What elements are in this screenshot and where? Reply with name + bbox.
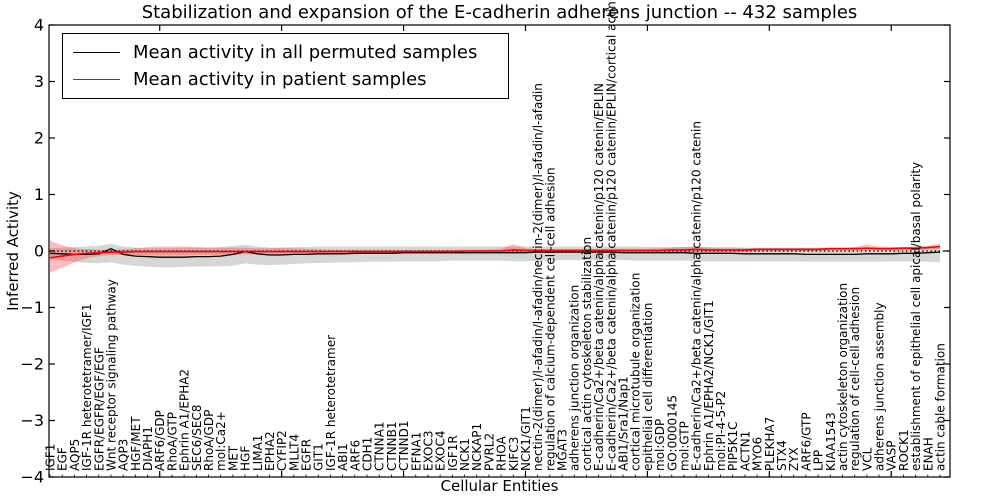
x-category-label: establishment of epithelial cell apical/… — [909, 162, 923, 471]
x-category-label: HGF/MET — [129, 416, 143, 471]
x-category-label: GIT1 — [312, 443, 326, 471]
x-category-label: ROCK1 — [897, 429, 911, 471]
x-category-label: ARF6 — [348, 440, 362, 471]
x-category-label: CTNNA1 — [373, 421, 387, 471]
x-category-label: E-cadherin/Ca2+/beta catenin/alpha caten… — [604, 1, 618, 471]
x-category-label: EGF — [56, 447, 70, 471]
x-category-label: epithelial cell differentiation — [641, 303, 655, 471]
x-category-label: MET — [226, 445, 240, 471]
x-category-label: PLEKHA7 — [763, 417, 777, 471]
legend: Mean activity in all permuted samples Me… — [62, 33, 509, 99]
x-category-label: EGFR — [300, 439, 314, 471]
x-category-label: E-cadherin/Ca2+/beta catenin/alpha caten… — [690, 121, 704, 471]
x-category-label: MYO6 — [751, 437, 765, 471]
x-category-label: Wnt receptor signaling pathway — [105, 279, 119, 471]
x-category-label: mol:PI-4-5-P2 — [714, 391, 728, 471]
x-category-label: EXOC4 — [434, 431, 448, 472]
x-category-label: Ephrin A1/EPHA2/NCK1/GIT1 — [702, 300, 716, 471]
x-category-label: NCKAP1 — [470, 423, 484, 471]
x-category-label: EFNA1 — [409, 432, 423, 471]
x-category-label: cortical actin cytoskeleton stabilizatio… — [580, 237, 594, 471]
legend-entry-permuted: Mean activity in all permuted samples — [73, 42, 498, 63]
x-category-label: NCK1 — [458, 438, 472, 471]
x-category-label: PVRL2 — [482, 433, 496, 471]
x-category-label: ARF6/GTP — [799, 412, 813, 471]
x-category-label: Ephrin A1/EPHA2 — [178, 369, 192, 471]
x-category-label: CYFIP2 — [275, 430, 289, 471]
x-category-label: regulation of cell-cell adhesion — [848, 287, 862, 471]
x-category-label: ABI1 — [336, 443, 350, 471]
x-category-label: LIMA1 — [251, 435, 265, 471]
mean-line-permuted — [49, 247, 941, 258]
y-tick-label: −1 — [20, 298, 44, 317]
y-tick-label: 3 — [34, 72, 44, 91]
y-tick-label: 2 — [34, 129, 44, 148]
x-category-label: actin cytoskeleton organization — [836, 283, 850, 471]
chart-title: Stabilization and expansion of the E-cad… — [141, 2, 858, 23]
x-category-label: ACTN1 — [738, 431, 752, 471]
x-axis-label: Cellular Entities — [440, 477, 559, 495]
x-category-label: PIP5K1C — [726, 421, 740, 471]
x-category-label: IGF-1R heterotetramer — [324, 335, 338, 471]
x-category-label: mol:GDP — [653, 419, 667, 471]
x-category-label: EGFR/EGFR/EGF/EGF — [92, 347, 106, 471]
x-category-label: ENAH — [921, 437, 935, 471]
y-tick-label: 0 — [34, 242, 44, 261]
x-category-label: ABI1/Sra1/Nap1 — [617, 376, 631, 471]
x-category-label: HGF — [239, 446, 253, 471]
confidence-band-patient — [50, 240, 940, 273]
x-category-label: mol:Ca2+ — [214, 411, 228, 471]
x-category-label: STX4 — [775, 440, 789, 471]
y-tick-label: −3 — [20, 411, 44, 430]
x-category-label: KIFC3 — [507, 437, 521, 471]
x-category-label: AQP5 — [68, 439, 82, 471]
x-category-label: VASP — [885, 440, 899, 471]
x-category-label: KIAA1543 — [824, 412, 838, 471]
legend-line-patient-icon — [73, 78, 120, 80]
y-tick-label: 4 — [34, 16, 44, 35]
x-category-label: GO:0000145 — [665, 395, 679, 471]
legend-label-permuted: Mean activity in all permuted samples — [133, 42, 478, 64]
x-category-label: adherens junction organization — [568, 285, 582, 471]
x-category-label: regulation of calcium-dependent cell-cel… — [543, 167, 557, 471]
x-category-label: mol:GTP — [678, 421, 692, 471]
legend-label-patient: Mean activity in patient samples — [133, 68, 427, 90]
legend-line-permuted-icon — [73, 52, 120, 54]
x-category-label: actin cable formation — [934, 343, 948, 471]
x-category-label: CTNNB1 — [385, 421, 399, 471]
y-tick-label: 1 — [34, 185, 44, 204]
x-category-label: IGF-1R heterotetramer/IGF1 — [80, 304, 94, 471]
x-category-label: DIAPH1 — [141, 426, 155, 471]
x-category-label: RhoA/GTP — [165, 412, 179, 471]
x-category-label: ARF6/GDP — [153, 410, 167, 471]
x-category-label: RhoA/GDP — [202, 410, 216, 471]
x-category-label: E-cadherin/Ca2+/beta catenin/alpha caten… — [592, 83, 606, 471]
x-category-label: adherens junction assembly — [873, 302, 887, 471]
x-category-label: MGAT3 — [556, 429, 570, 471]
x-category-label: ZYX — [787, 447, 801, 471]
x-category-label: AQP3 — [117, 439, 131, 471]
x-category-label: NCK1/GIT1 — [519, 406, 533, 471]
x-category-label: EPHA2 — [263, 431, 277, 471]
x-category-label: EXOC3 — [421, 431, 435, 472]
x-category-label: SEC6/SEC8 — [190, 405, 204, 471]
x-category-label: nectin-2(dimer)/l-afadin/l-afadin/nectin… — [531, 83, 545, 471]
x-category-label: MLLT4 — [287, 434, 301, 471]
x-category-label: cortical microtubule organization — [629, 273, 643, 471]
x-category-label: IGF1R — [446, 435, 460, 471]
x-category-label: CDH1 — [361, 437, 375, 471]
x-category-label: RHOA — [495, 435, 509, 471]
mean-line-patient — [49, 245, 941, 259]
x-category-label: IGF1 — [44, 444, 58, 471]
y-tick-label: −4 — [20, 468, 44, 487]
legend-entry-patient: Mean activity in patient samples — [73, 69, 498, 90]
x-category-label: VCL — [860, 447, 874, 471]
y-tick-label: −2 — [20, 355, 44, 374]
x-category-label: CTNND1 — [397, 420, 411, 471]
x-category-label: LPP — [812, 450, 826, 471]
